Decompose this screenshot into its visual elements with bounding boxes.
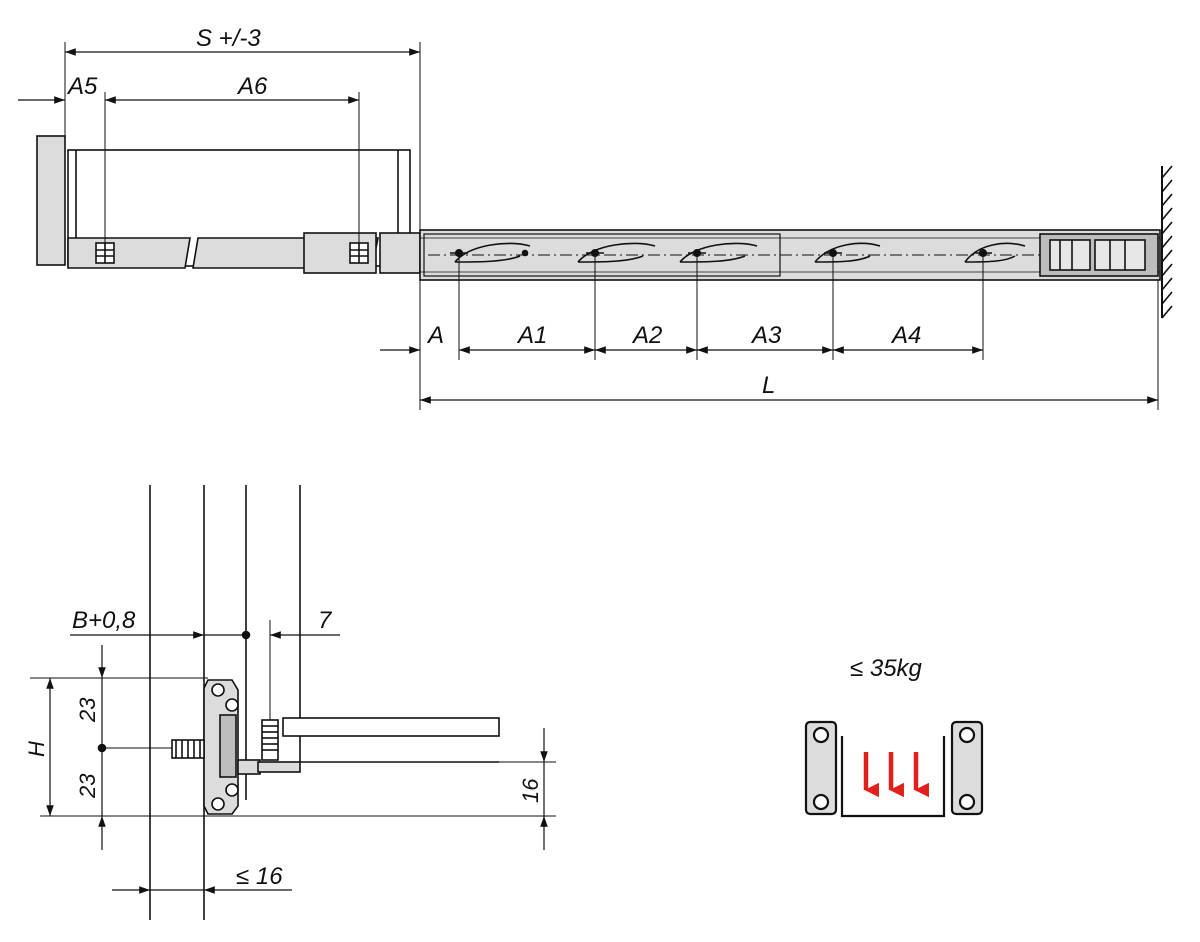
label-a: A: [426, 322, 444, 349]
center-hole-marker: [521, 249, 529, 257]
fastener-square-right: [349, 242, 369, 264]
mounting-slot-a4: [964, 242, 1026, 263]
label-height: H: [24, 741, 49, 757]
label-stroke: S +/-3: [196, 25, 261, 52]
cabinet-wall: [1161, 165, 1173, 319]
label-a6: A6: [236, 73, 268, 100]
label-max-16: ≤ 16: [236, 863, 283, 890]
label-a1: A1: [516, 322, 547, 349]
top-view: [18, 42, 1173, 410]
label-upper-23: 23: [75, 697, 100, 723]
mounting-slot-a: [450, 242, 531, 263]
mounting-slot-a3: [814, 242, 881, 263]
inner-rail-left: [67, 237, 191, 269]
left-slide-profile-icon: [804, 720, 838, 816]
label-sixteen: 16: [518, 778, 543, 803]
label-seven: 7: [318, 607, 333, 634]
rail-connector: [379, 232, 421, 274]
label-a4: A4: [890, 322, 921, 349]
load-capacity-icon: [804, 720, 984, 818]
fastener-square-left: [95, 242, 115, 264]
right-slide-profile-icon: [950, 720, 984, 816]
label-a2: A2: [631, 322, 662, 349]
label-load-capacity: ≤ 35kg: [850, 655, 923, 682]
label-lower-23: 23: [75, 773, 100, 799]
cabinet-screw: [171, 739, 205, 759]
drawer-front-panel: [36, 135, 66, 266]
label-b-offset: B+0,8: [72, 607, 136, 634]
label-length: L: [762, 372, 775, 399]
label-a3: A3: [750, 322, 782, 349]
section-view: [30, 485, 556, 920]
drawer-screw: [261, 700, 279, 761]
label-a5: A5: [66, 73, 98, 100]
drawer-tray-icon: [840, 736, 946, 818]
drawer-bottom-panel: [282, 717, 500, 737]
load-arrows: [863, 752, 929, 798]
